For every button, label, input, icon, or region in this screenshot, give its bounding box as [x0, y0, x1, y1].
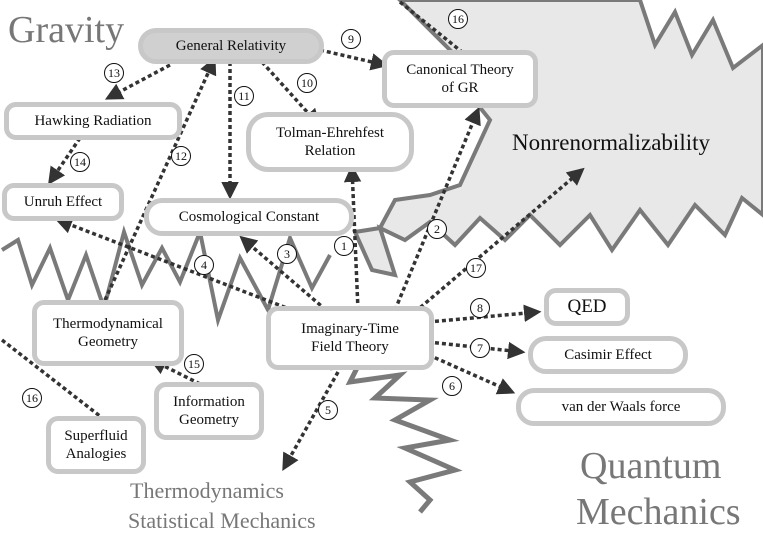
tolman-line1: Tolman-Ehrehfest: [275, 125, 385, 141]
badge-10: 10: [297, 73, 317, 93]
arrow-9: [319, 48, 389, 71]
line-16-left: [0, 338, 107, 422]
gravity-label: Gravity: [8, 9, 125, 51]
thermodynamics-label: Thermodynamics: [130, 478, 284, 503]
badge-8: 8: [470, 298, 490, 318]
quantum-boundary-line: [329, 358, 463, 514]
arrow-12: [103, 56, 217, 301]
arrow-14: [48, 137, 82, 185]
thermodynamical-geometry-line1: Thermodynamical: [53, 316, 163, 332]
badge-4: 4: [194, 255, 214, 275]
thermodynamical-geometry-line2: Geometry: [78, 334, 138, 350]
node-tolman-ehrenfest: Tolman-Ehrehfest Relation: [246, 112, 414, 172]
node-canonical-theory: Canonical Theory of GR: [382, 50, 538, 108]
badge-5: 5: [318, 400, 338, 420]
badge-3: 3: [277, 244, 297, 264]
badge-9: 9: [341, 29, 361, 49]
badge-2: 2: [427, 219, 447, 239]
arrow-5: [282, 371, 340, 472]
statistical-mechanics-label: Statistical Mechanics: [128, 508, 316, 533]
canonical-theory-line1: Canonical Theory: [406, 62, 514, 78]
node-information-geometry: Information Geometry: [154, 382, 264, 440]
node-hawking-radiation: Hawking Radiation: [4, 102, 182, 140]
quantum-mechanics-label-line2: Mechanics: [576, 491, 741, 533]
imaginary-time-line1: Imaginary-Time: [301, 321, 399, 337]
badge-14: 14: [70, 152, 90, 172]
arrow-8: [427, 304, 542, 324]
information-geometry-line1: Information: [173, 394, 245, 410]
badge-7: 7: [470, 338, 490, 358]
nonrenormalizability-label: Nonrenormalizability: [512, 130, 710, 155]
arrow-17: [413, 167, 585, 314]
node-van-der-waals: van der Waals force: [516, 388, 726, 426]
quantum-mechanics-label-line1: Quantum: [580, 445, 722, 487]
arrow-2: [393, 106, 481, 311]
unruh-effect-text: Unruh Effect: [23, 194, 103, 210]
node-cosmological-constant: Cosmological Constant: [144, 198, 354, 236]
arrow-7: [427, 340, 526, 360]
superfluid-line1: Superfluid: [64, 428, 128, 444]
hawking-radiation-text: Hawking Radiation: [34, 113, 152, 129]
arrow-4: [54, 216, 306, 317]
casimir-effect-text: Casimir Effect: [564, 347, 652, 363]
arrow-3: [239, 235, 328, 312]
badge-12: 12: [171, 146, 191, 166]
badge-17: 17: [466, 258, 486, 278]
line-16-top: [398, 0, 464, 54]
superfluid-line2: Analogies: [65, 446, 127, 462]
node-imaginary-time-field-theory: Imaginary-Time Field Theory: [266, 306, 434, 370]
arrow-6: [421, 350, 516, 395]
badge-15: 15: [184, 354, 204, 374]
node-superfluid-analogies: Superfluid Analogies: [46, 416, 146, 474]
gravity-boundary-line: [0, 225, 332, 328]
cosmological-constant-text: Cosmological Constant: [178, 209, 320, 225]
qed-text: QED: [567, 295, 607, 317]
van-der-waals-text: van der Waals force: [561, 399, 681, 415]
node-qed: QED: [544, 288, 630, 326]
node-thermodynamical-geometry: Thermodynamical Geometry: [32, 300, 184, 366]
badge-1: 1: [334, 236, 354, 256]
imaginary-time-line2: Field Theory: [311, 339, 389, 355]
node-general-relativity: General Relativity: [138, 28, 324, 64]
node-unruh-effect: Unruh Effect: [2, 183, 124, 221]
badge-6: 6: [442, 376, 462, 396]
canonical-theory-line2: of GR: [441, 80, 479, 96]
tolman-line2: Relation: [304, 143, 356, 159]
node-casimir-effect: Casimir Effect: [528, 336, 688, 374]
information-geometry-line2: Geometry: [179, 412, 239, 428]
arrow-13: [104, 63, 171, 100]
arrow-1: [343, 164, 362, 311]
badge-16-top: 16: [448, 9, 468, 29]
general-relativity-text: General Relativity: [175, 38, 287, 54]
badge-11: 11: [234, 86, 254, 106]
badge-13: 13: [104, 63, 124, 83]
badge-16-left: 16: [22, 388, 42, 408]
